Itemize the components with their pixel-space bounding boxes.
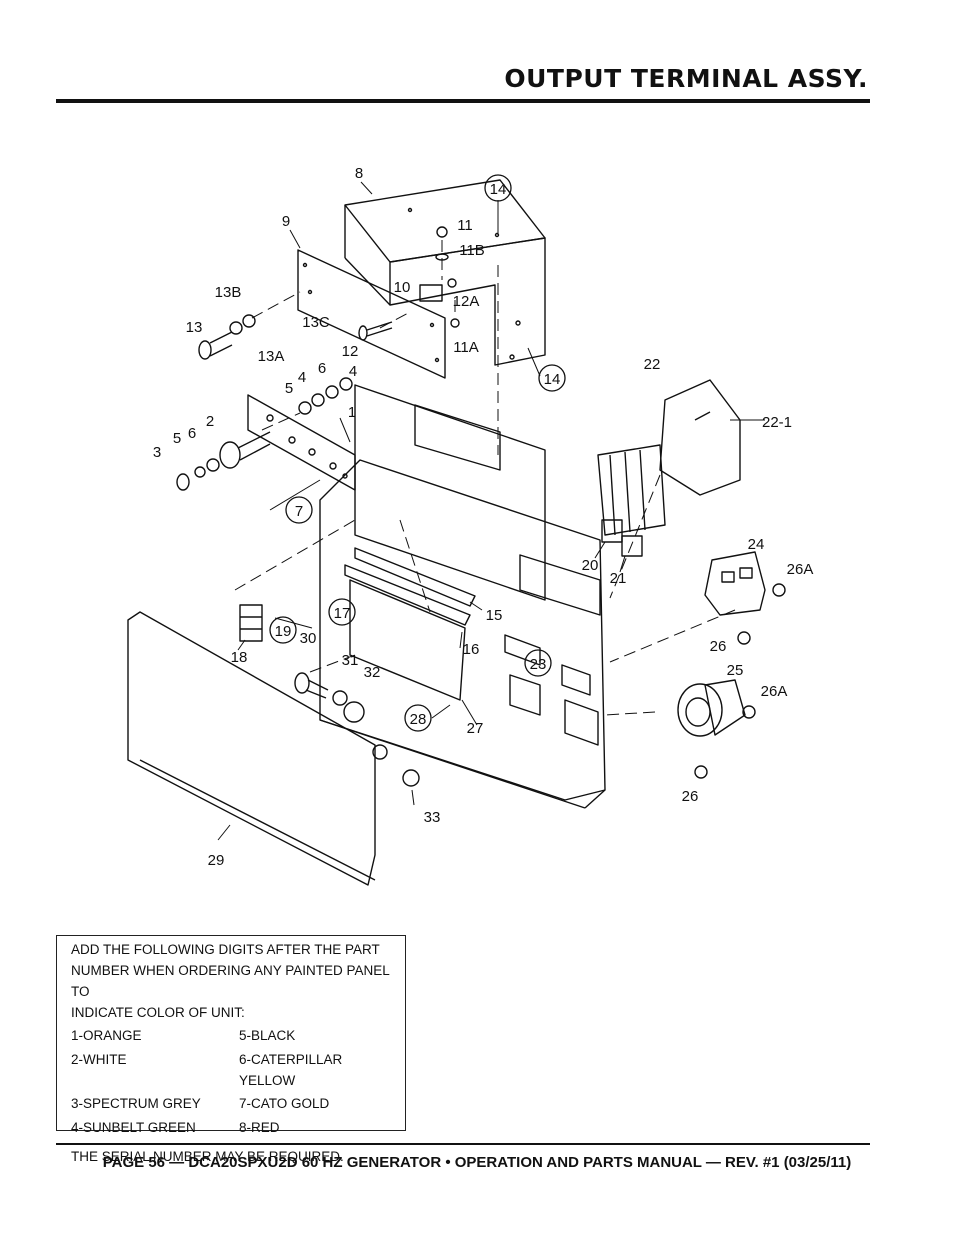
callout-13a: 13A [258, 348, 285, 365]
leader-lines [217, 181, 765, 841]
callout-5-top: 5 [285, 380, 293, 397]
callout-26a-top: 26A [787, 561, 814, 578]
control-panel-housing [319, 384, 606, 809]
part-24-receptacle [704, 551, 766, 616]
color-code-note: ADD THE FOLLOWING DIGITS AFTER THE PART … [56, 935, 406, 1164]
callout-26a-bottom: 26A [761, 683, 788, 700]
callout-19: 19 [275, 623, 292, 640]
exploded-parts-diagram: 8 14 9 11 11B 10 12A 13B 13C 13 12 11A 1… [127, 165, 814, 886]
part-2-bushing [219, 431, 271, 469]
callout-3: 3 [153, 444, 161, 461]
part-32-gear [343, 701, 365, 723]
callout-16: 16 [463, 641, 480, 658]
callout-18: 18 [231, 649, 248, 666]
part-13-knob [198, 314, 256, 360]
page-title: OUTPUT TERMINAL ASSY. [504, 64, 868, 93]
callout-27: 27 [467, 720, 484, 737]
color-code-item: 2-WHITE [71, 1051, 127, 1067]
callout-28: 28 [410, 711, 427, 728]
part-31-washer [332, 690, 348, 706]
callout-30: 30 [300, 630, 317, 647]
part-10-bracket [419, 284, 443, 302]
part-26a-nut-2 [742, 705, 756, 719]
callout-29: 29 [208, 852, 225, 869]
part-26-screw-2 [694, 765, 708, 779]
callout-12: 12 [342, 343, 359, 360]
callout-32: 32 [364, 664, 381, 681]
callout-1: 1 [348, 404, 356, 421]
callout-2: 2 [206, 413, 214, 430]
callout-22: 22 [644, 356, 661, 373]
callout-6: 6 [188, 425, 196, 442]
color-code-item: 6-CATERPILLAR YELLOW [239, 1051, 343, 1088]
callout-13c: 13C [302, 314, 330, 331]
part-16-board [344, 547, 476, 701]
note-heading-3: INDICATE COLOR OF UNIT: [71, 1005, 245, 1020]
callout-6-top: 6 [318, 360, 326, 377]
color-code-item: 5-BLACK [239, 1028, 296, 1043]
note-heading-2: NUMBER WHEN ORDERING ANY PAINTED PANEL T… [71, 963, 390, 999]
part-12a-nut [447, 278, 457, 288]
color-code-list: 1-ORANGE 5-BLACK 2-WHITE 6-CATERPILLAR Y… [71, 1025, 395, 1138]
part-3-screw [176, 473, 190, 491]
footer-rule [56, 1143, 870, 1145]
callout-11b: 11B [459, 242, 485, 259]
callout-circles [269, 174, 566, 732]
part-11-screw [436, 226, 448, 238]
callout-26-bottom: 26 [682, 788, 699, 805]
callout-15: 15 [486, 607, 503, 624]
callout-25: 25 [727, 662, 744, 679]
title-rule [56, 99, 870, 103]
callout-26-top: 26 [710, 638, 727, 655]
part-29-door [127, 611, 388, 886]
part-6-washer [206, 458, 220, 472]
part-25-twistlock-receptacle [677, 679, 746, 737]
callout-14-top: 14 [490, 181, 507, 198]
color-code-item: 7-CATO GOLD [239, 1096, 330, 1111]
callout-22-1: 22-1 [762, 414, 792, 431]
part-8-box [344, 179, 546, 366]
serial-number-note: THE SERIAL NUMBER MAY BE REQUIRED. [71, 1148, 344, 1164]
part-1-terminal-plate [247, 394, 356, 491]
callout-13b: 13B [215, 284, 242, 301]
callout-17: 17 [334, 605, 351, 622]
part-5-washer [194, 466, 206, 478]
part-18-terminal-block [239, 604, 263, 642]
callout-24: 24 [748, 536, 765, 553]
callout-5: 5 [173, 430, 181, 447]
color-code-item: 4-SUNBELT GREEN [71, 1119, 196, 1135]
part-22-breaker-cover [659, 379, 741, 496]
part-30-bolt [294, 672, 329, 699]
page-footer: PAGE 56 — DCA20SPXU2D 60 HZ GENERATOR • … [102, 1154, 852, 1171]
callout-10: 10 [394, 279, 411, 296]
callout-21: 21 [610, 570, 627, 587]
callout-11a: 11A [453, 339, 479, 356]
color-code-item: 8-RED [239, 1119, 280, 1135]
assembly-lines [234, 240, 736, 716]
callout-14-right: 14 [544, 371, 561, 388]
callout-4-left: 4 [298, 369, 306, 386]
callout-7: 7 [295, 503, 303, 520]
callout-23: 23 [530, 656, 547, 673]
note-heading-1: ADD THE FOLLOWING DIGITS AFTER THE PART [71, 942, 380, 957]
callout-20: 20 [582, 557, 599, 574]
callout-8: 8 [355, 165, 363, 182]
callout-13: 13 [186, 319, 203, 336]
color-code-item: 1-ORANGE [71, 1028, 142, 1043]
part-4-stud [298, 377, 353, 415]
callout-9: 9 [282, 213, 290, 230]
callout-31: 31 [342, 652, 359, 669]
part-26a-nut [772, 583, 786, 597]
part-11a-nut [450, 318, 460, 328]
callout-11: 11 [457, 217, 473, 234]
color-code-item: 3-SPECTRUM GREY [71, 1096, 201, 1111]
part-20-breaker [597, 444, 666, 557]
callout-12a: 12A [453, 293, 480, 310]
part-9-plate [297, 249, 446, 379]
callout-4-right: 4 [349, 363, 357, 380]
part-33-nut [402, 769, 420, 787]
callout-33: 33 [424, 809, 441, 826]
part-26-screw [737, 631, 751, 645]
